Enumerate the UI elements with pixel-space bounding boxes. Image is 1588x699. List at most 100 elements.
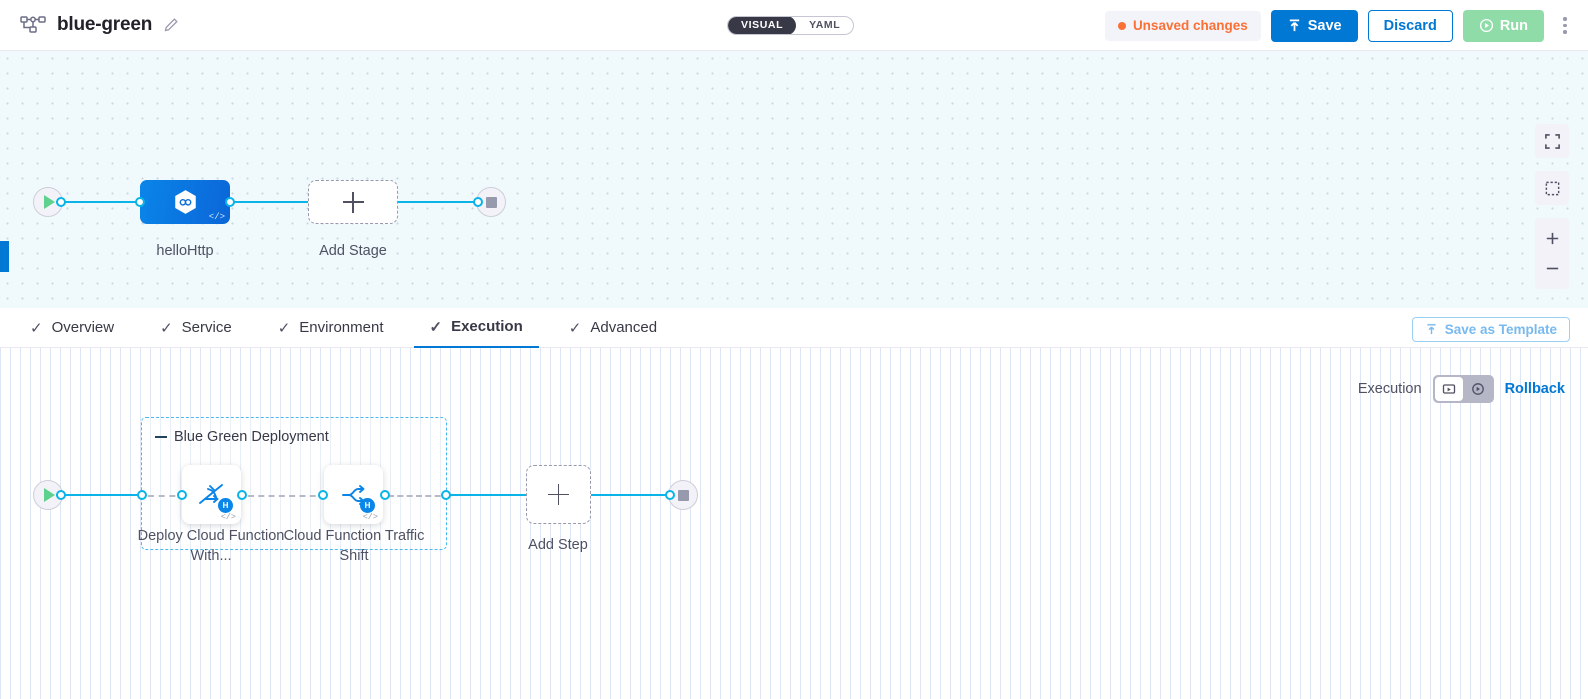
add-step-button[interactable]: [526, 465, 591, 524]
port-group-out[interactable]: [441, 490, 451, 500]
zoom-in-icon[interactable]: [1544, 230, 1561, 247]
save-button-label: Save: [1307, 17, 1342, 34]
check-icon: ✓: [429, 318, 443, 336]
port-exec-end-in[interactable]: [665, 490, 675, 500]
step-card-deploy-cloud-function[interactable]: H </>: [182, 465, 241, 524]
edge-start-to-group: [56, 494, 146, 497]
page-title: blue-green: [57, 14, 153, 35]
execution-canvas[interactable]: Execution Rollback: [0, 348, 1588, 699]
tab-advanced[interactable]: ✓ Advanced: [553, 308, 673, 348]
tab-service-label: Service: [181, 319, 232, 336]
execution-flow: Blue Green Deployment H </> Deploy Cloud…: [0, 348, 1588, 699]
template-upload-icon: [1427, 324, 1436, 335]
select-area-icon[interactable]: [1535, 171, 1569, 205]
zoom-controls[interactable]: [1535, 218, 1569, 289]
plus-icon-bar: [342, 201, 364, 203]
tab-service[interactable]: ✓ Service: [144, 308, 248, 348]
port-stage-in[interactable]: [135, 197, 145, 207]
hexagon-infinity-icon: [174, 189, 196, 214]
step-template-badge: H: [218, 498, 233, 513]
tab-environment-label: Environment: [299, 319, 384, 336]
step-group-title-row: Blue Green Deployment: [155, 429, 329, 445]
tab-execution[interactable]: ✓ Execution: [413, 308, 539, 348]
stage-node-hellohttp[interactable]: </>: [140, 180, 230, 224]
tab-overview[interactable]: ✓ Overview: [14, 308, 130, 348]
save-as-template-button[interactable]: Save as Template: [1411, 317, 1570, 342]
deploy-rocket-icon: [198, 483, 223, 504]
unsaved-dot-icon: [1117, 21, 1126, 30]
stage-node-label: helloHttp: [156, 243, 214, 259]
plus-icon-bar: [548, 493, 569, 496]
step-template-badge: H: [360, 498, 375, 513]
edge-addstep-to-end: [588, 494, 674, 497]
port-group-in[interactable]: [137, 490, 147, 500]
tab-overview-label: Overview: [51, 319, 115, 336]
step-group-title: Blue Green Deployment: [174, 429, 329, 445]
port-end-in[interactable]: [473, 197, 483, 207]
edge-group-out-dashed: [388, 495, 450, 497]
mode-option-visual[interactable]: VISUAL: [728, 17, 797, 34]
edge-between-steps: [248, 495, 326, 497]
play-icon: [44, 488, 55, 502]
port-stage-out[interactable]: [225, 197, 235, 207]
step-card-traffic-shift[interactable]: H </>: [324, 465, 383, 524]
check-icon: ✓: [30, 319, 43, 337]
canvas-controls: [1535, 124, 1569, 289]
edge-start-to-stage: [56, 201, 148, 204]
upload-icon: [1289, 19, 1299, 32]
collapse-icon[interactable]: [155, 435, 167, 439]
unsaved-changes-badge: Unsaved changes: [1104, 10, 1261, 41]
unsaved-changes-label: Unsaved changes: [1132, 18, 1248, 33]
check-icon: ✓: [277, 319, 291, 337]
run-button[interactable]: Run: [1462, 9, 1544, 42]
header-left-group: blue-green: [0, 14, 179, 36]
port-exec-start-out[interactable]: [56, 490, 66, 500]
step-label-deploy: Deploy Cloud Function With...: [137, 528, 285, 564]
add-stage-label: Add Stage: [319, 243, 387, 259]
port-step1-out[interactable]: [237, 490, 247, 500]
tab-environment[interactable]: ✓ Environment: [262, 308, 400, 348]
step-label-traffic-shift: Cloud Function Traffic Shift: [283, 528, 425, 564]
add-stage-button[interactable]: [308, 180, 398, 224]
execution-mode-bar: Execution Rollback: [1358, 375, 1565, 403]
stage-canvas[interactable]: </> helloHttp Add Stage: [0, 51, 1588, 308]
edge-group-to-addstep: [446, 494, 532, 497]
port-step1-in[interactable]: [177, 490, 187, 500]
mode-option-yaml[interactable]: YAML: [809, 19, 841, 31]
stop-icon: [485, 196, 497, 208]
port-step2-out[interactable]: [380, 490, 390, 500]
run-button-label: Run: [1499, 17, 1528, 34]
port-start-out[interactable]: [56, 197, 66, 207]
app-header: blue-green VISUAL YAML Unsaved changes S…: [0, 0, 1588, 51]
canvas-left-rail: [0, 241, 9, 272]
port-step2-in[interactable]: [318, 490, 328, 500]
step-code-badge: </>: [220, 512, 236, 522]
rollback-link[interactable]: Rollback: [1504, 381, 1565, 397]
tab-advanced-label: Advanced: [590, 319, 658, 336]
check-icon: ✓: [568, 319, 582, 337]
pipeline-icon: [20, 16, 46, 33]
add-step-label: Add Step: [528, 537, 588, 553]
edge-group-in-dashed: [148, 495, 186, 497]
discard-button[interactable]: Discard: [1367, 9, 1453, 42]
save-as-template-label: Save as Template: [1444, 322, 1557, 337]
save-button[interactable]: Save: [1270, 9, 1358, 42]
rollback-view-icon[interactable]: [1464, 377, 1492, 401]
stage-code-badge: </>: [208, 212, 225, 222]
stop-icon: [677, 489, 689, 501]
fullscreen-icon[interactable]: [1535, 124, 1569, 158]
execution-label: Execution: [1357, 381, 1422, 397]
check-icon: ✓: [160, 319, 173, 337]
view-mode-toggle[interactable]: VISUAL YAML: [727, 16, 855, 35]
edge-add-to-end: [386, 201, 482, 204]
edge-stage-to-add: [220, 201, 320, 204]
play-circle-icon: [1479, 18, 1493, 33]
pencil-icon[interactable]: [163, 17, 179, 33]
discard-button-label: Discard: [1383, 17, 1437, 34]
zoom-out-icon[interactable]: [1544, 260, 1561, 277]
kebab-menu-icon[interactable]: [1554, 10, 1576, 42]
execution-rollback-toggle[interactable]: [1432, 375, 1494, 403]
tab-execution-label: Execution: [451, 318, 523, 335]
execution-view-icon[interactable]: [1434, 377, 1463, 401]
